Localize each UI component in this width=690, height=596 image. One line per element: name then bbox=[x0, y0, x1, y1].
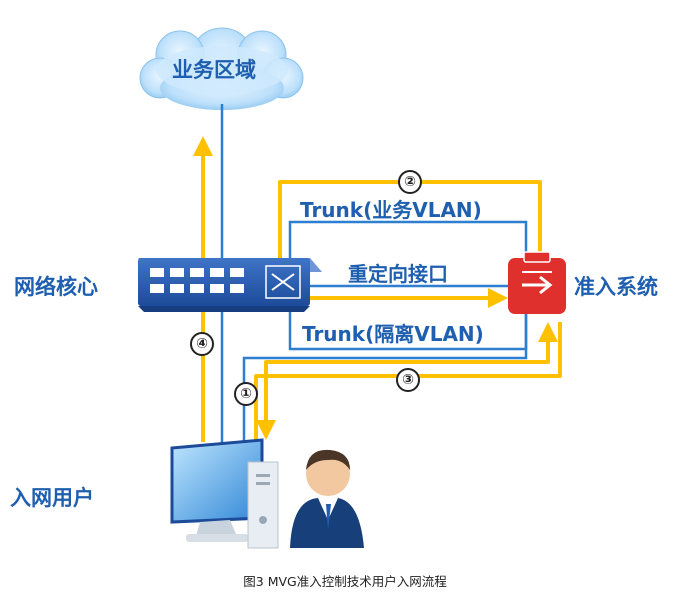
trunk-business-label: Trunk(业务VLAN) bbox=[300, 198, 482, 222]
user-computer-icon bbox=[170, 438, 279, 549]
trunk-isolation-label: Trunk(隔离VLAN) bbox=[302, 322, 484, 346]
user-label: 入网用户 bbox=[10, 486, 94, 510]
core-switch-icon bbox=[138, 258, 322, 312]
step-2-marker: ② bbox=[398, 170, 422, 194]
core-switch-label: 网络核心 bbox=[14, 275, 98, 299]
cloud-icon bbox=[139, 27, 304, 110]
nac-system-label: 准入系统 bbox=[574, 275, 658, 299]
yellow-arrowheads bbox=[193, 136, 558, 440]
step-4-marker: ④ bbox=[190, 332, 214, 356]
step-1-marker: ① bbox=[234, 382, 258, 406]
user-person-icon bbox=[290, 449, 364, 548]
nac-system-icon bbox=[508, 251, 566, 314]
cloud-label: 业务区域 bbox=[172, 58, 256, 82]
step-3-marker: ③ bbox=[396, 368, 420, 392]
figure-caption: 图3 MVG准入控制技术用户入网流程 bbox=[243, 574, 447, 589]
redirect-interface-label: 重定向接口 bbox=[348, 262, 448, 286]
